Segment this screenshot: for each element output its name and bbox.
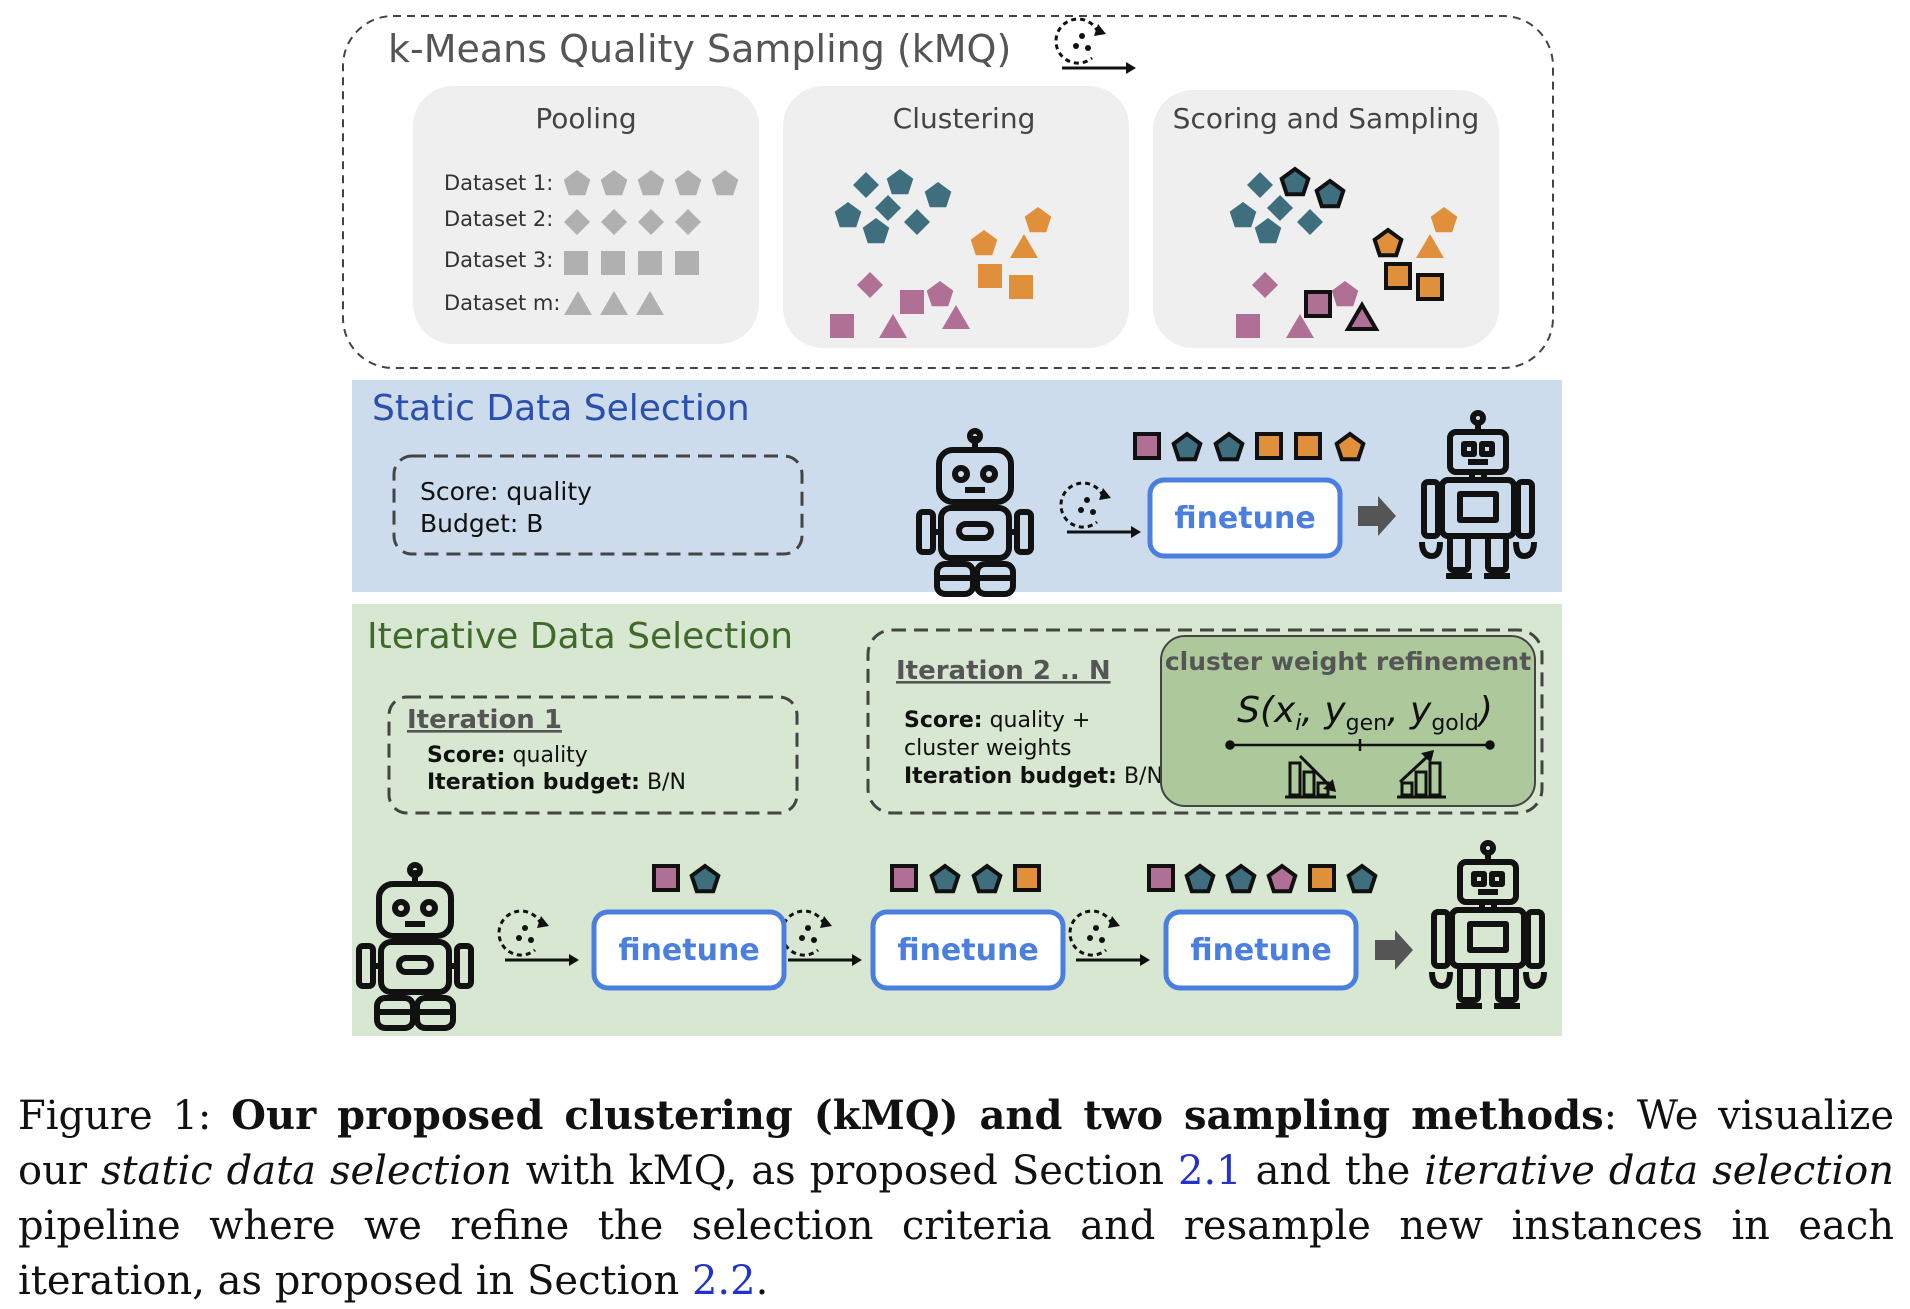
iteration-2-title: Iteration 2 .. N (896, 656, 1111, 686)
static-budget-line: Budget: B (420, 509, 543, 538)
caption-text-1: : We visualize our (18, 1093, 1895, 1194)
scoring-panel (1153, 90, 1499, 348)
caption-label: Figure 1: (18, 1093, 232, 1139)
clustering-title: Clustering (893, 102, 1036, 135)
scoring-title: Scoring and Sampling (1173, 102, 1480, 135)
figure-caption: Figure 1: Our proposed clustering (kMQ) … (18, 1088, 1894, 1309)
caption-italic-1: static data selection (100, 1148, 512, 1194)
caption-text-4: pipeline where we refine the selection c… (18, 1203, 1894, 1304)
static-title: Static Data Selection (372, 388, 750, 429)
dataset-2-label: Dataset 2: (444, 207, 553, 231)
caption-text-3: and the (1241, 1148, 1425, 1194)
kmq-title: k-Means Quality Sampling (kMQ) (388, 27, 1011, 71)
iteration-2-budget: Iteration budget: B/N (904, 764, 1163, 789)
section-ref-2-1[interactable]: 2.1 (1178, 1148, 1242, 1194)
iteration-2-score: Score: quality + (904, 708, 1090, 733)
iterative-finetune-box-3 (1163, 909, 1359, 991)
dataset-m-label: Dataset m: (444, 291, 560, 315)
iterative-finetune-box-1 (591, 909, 787, 991)
iterative-title: Iterative Data Selection (367, 616, 793, 657)
dataset-m-triangles (564, 291, 664, 315)
dataset-3-label: Dataset 3: (444, 248, 553, 272)
static-score-line: Score: quality (420, 477, 592, 506)
kmq-outer-box (342, 15, 1554, 369)
increase-chart-icon (1397, 749, 1446, 799)
static-finetune-box (1147, 477, 1343, 559)
caption-bold: Our proposed clustering (kMQ) and two sa… (231, 1092, 1604, 1139)
dataset-1-label: Dataset 1: (444, 171, 553, 195)
caption-text-5: . (755, 1258, 769, 1304)
iterative-finetune-label-3: finetune (1190, 933, 1331, 968)
kmq-cycle-icon (1054, 17, 1138, 76)
pooling-panel (413, 86, 759, 344)
iterative-finetune-label-1: finetune (618, 933, 759, 968)
iteration-1-score: Score: quality (427, 743, 588, 768)
refinement-title: cluster weight refinement (1165, 647, 1531, 676)
iteration-1-box (387, 695, 799, 815)
iterative-finetune-box-2 (870, 909, 1066, 991)
iteration-2-score-cont: cluster weights (904, 736, 1071, 761)
kmq-figure: k-Means Quality Sampling (kMQ) Pooling D… (342, 15, 1562, 1036)
iteration-1-budget: Iteration budget: B/N (427, 770, 686, 795)
decrease-chart-icon (1285, 754, 1337, 799)
pooling-title: Pooling (535, 102, 636, 135)
refinement-scale (1225, 739, 1495, 751)
caption-italic-2: iterative data selection (1424, 1148, 1894, 1194)
iteration-2-box (866, 628, 1544, 815)
section-ref-2-2[interactable]: 2.2 (691, 1258, 756, 1304)
static-finetune-label: finetune (1174, 501, 1315, 536)
static-criteria-box (392, 454, 804, 556)
iteration-1-title: Iteration 1 (407, 705, 562, 735)
refinement-formula: S(xi, ygen, ygold) (1237, 690, 1493, 736)
caption-text-2: with kMQ, as proposed Section (511, 1148, 1178, 1194)
iterative-finetune-label-2: finetune (897, 933, 1038, 968)
